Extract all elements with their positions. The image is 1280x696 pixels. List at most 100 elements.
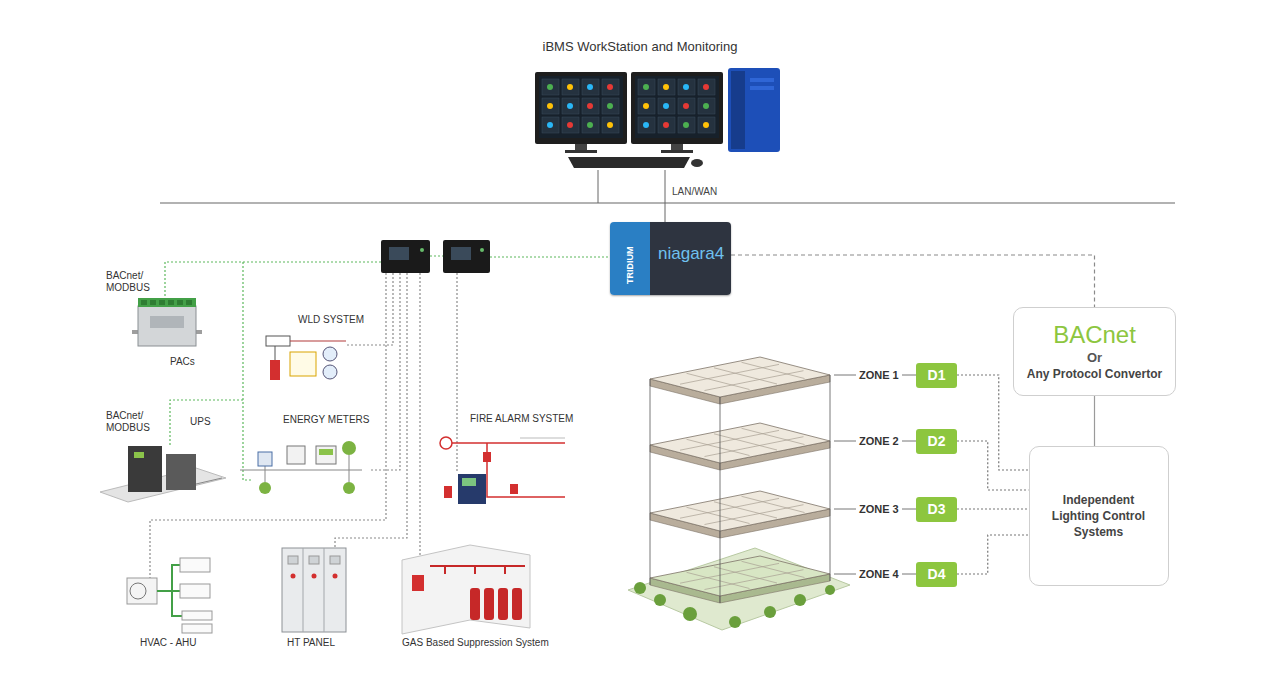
valve-icon — [323, 365, 337, 379]
device-name: HVAC - AHU — [140, 637, 197, 649]
product-name: niagara4 — [658, 244, 724, 264]
dashboard-tile — [658, 79, 675, 95]
frame-line — [650, 379, 651, 585]
tree — [825, 585, 835, 595]
zone-label: ZONE 3 — [856, 502, 902, 516]
driver-id: D3 — [928, 501, 946, 517]
terminal — [186, 300, 192, 305]
floor-plate — [650, 491, 830, 531]
dashboard-tile — [582, 98, 599, 114]
sensing-cable — [290, 340, 346, 341]
detector — [483, 452, 491, 462]
dashboard-tile — [638, 79, 655, 95]
gas-cylinder — [470, 588, 480, 620]
signal-wire — [347, 273, 393, 345]
alarm-unit — [270, 360, 280, 380]
terminal — [141, 300, 147, 305]
driver-id: D2 — [928, 433, 946, 449]
leak-panel — [290, 352, 316, 376]
interior-wall — [742, 561, 805, 577]
sensor-module — [266, 336, 290, 346]
nozzle — [444, 566, 446, 574]
frame-line — [720, 397, 721, 603]
dashboard-tile — [562, 117, 579, 133]
status-dot — [567, 122, 573, 128]
status-dot — [607, 122, 613, 128]
signal-wire — [370, 273, 400, 470]
system-name: ENERGY METERS — [283, 414, 370, 426]
floor-plate — [650, 423, 830, 463]
interior-wall — [705, 570, 804, 590]
zone-driver: D2 — [916, 429, 957, 454]
keyboard — [568, 157, 690, 168]
status-dot — [683, 122, 689, 128]
meter-display — [319, 449, 333, 455]
call-point — [440, 437, 452, 449]
dashboard-tile — [562, 79, 579, 95]
status-dot — [703, 103, 709, 109]
meter — [316, 446, 336, 464]
frame-line — [830, 375, 831, 581]
interior-wall — [687, 572, 750, 588]
protocol-label: BACnet/ MODBUS — [106, 410, 158, 434]
fan — [130, 583, 146, 599]
interior-wall — [680, 364, 779, 384]
connector — [957, 441, 1029, 490]
interior-wall — [742, 362, 805, 378]
nozzle — [504, 566, 506, 574]
monitor-stand — [575, 144, 587, 151]
interior-wall — [742, 428, 805, 444]
bus-line — [240, 470, 362, 471]
ups-cabinet — [128, 446, 162, 492]
driver-id: D4 — [928, 566, 946, 582]
monitor-frame — [631, 72, 723, 144]
status-dot — [567, 84, 573, 90]
drive-bay — [750, 86, 774, 90]
interior-wall — [742, 496, 805, 512]
network-label: LAN/WAN — [672, 186, 717, 198]
wire — [275, 346, 276, 360]
status-dot — [663, 122, 669, 128]
mouse — [691, 159, 703, 167]
wire — [265, 466, 266, 482]
terminal — [177, 300, 183, 305]
sounder — [444, 486, 452, 498]
driver-id: D1 — [928, 367, 946, 383]
signal-wire — [456, 273, 457, 472]
terminal-block — [138, 298, 196, 307]
module-plate — [150, 316, 184, 328]
status-dot — [547, 103, 553, 109]
signal-wire — [165, 262, 381, 298]
field-controller — [381, 240, 430, 273]
dashboard-tile — [698, 79, 715, 95]
terminal — [168, 300, 174, 305]
status-dot — [547, 84, 553, 90]
interior-wall — [680, 430, 779, 450]
computer-tower — [728, 68, 780, 152]
indicator — [333, 574, 338, 579]
zone-label: ZONE 2 — [856, 434, 902, 448]
converter-box: BACnetOrAny Protocol Convertor — [1013, 307, 1176, 396]
status-dot — [683, 103, 689, 109]
controller-module — [138, 306, 196, 346]
device-label: HVAC - AHU — [140, 637, 197, 649]
battery-cabinet — [166, 454, 196, 490]
tree — [729, 616, 741, 628]
wall-unit — [182, 624, 212, 633]
monitor-stand — [671, 144, 683, 151]
interior-wall — [714, 502, 777, 518]
status-dot — [663, 84, 669, 90]
switchgear — [282, 548, 346, 632]
tree — [764, 606, 776, 618]
system-name: FIRE ALARM SYSTEM — [470, 413, 573, 425]
tree — [794, 594, 806, 606]
gas-cylinder — [512, 588, 522, 620]
dashboard-tile — [542, 79, 559, 95]
outdoor-unit — [127, 578, 157, 604]
nozzle — [474, 566, 476, 574]
meter-window — [288, 556, 298, 564]
device-name: PACs — [170, 356, 195, 368]
converter-name: Any Protocol Convertor — [1027, 366, 1162, 382]
diagram-title: iBMS WorkStation and Monitoring — [440, 39, 840, 55]
connector — [1094, 396, 1095, 446]
